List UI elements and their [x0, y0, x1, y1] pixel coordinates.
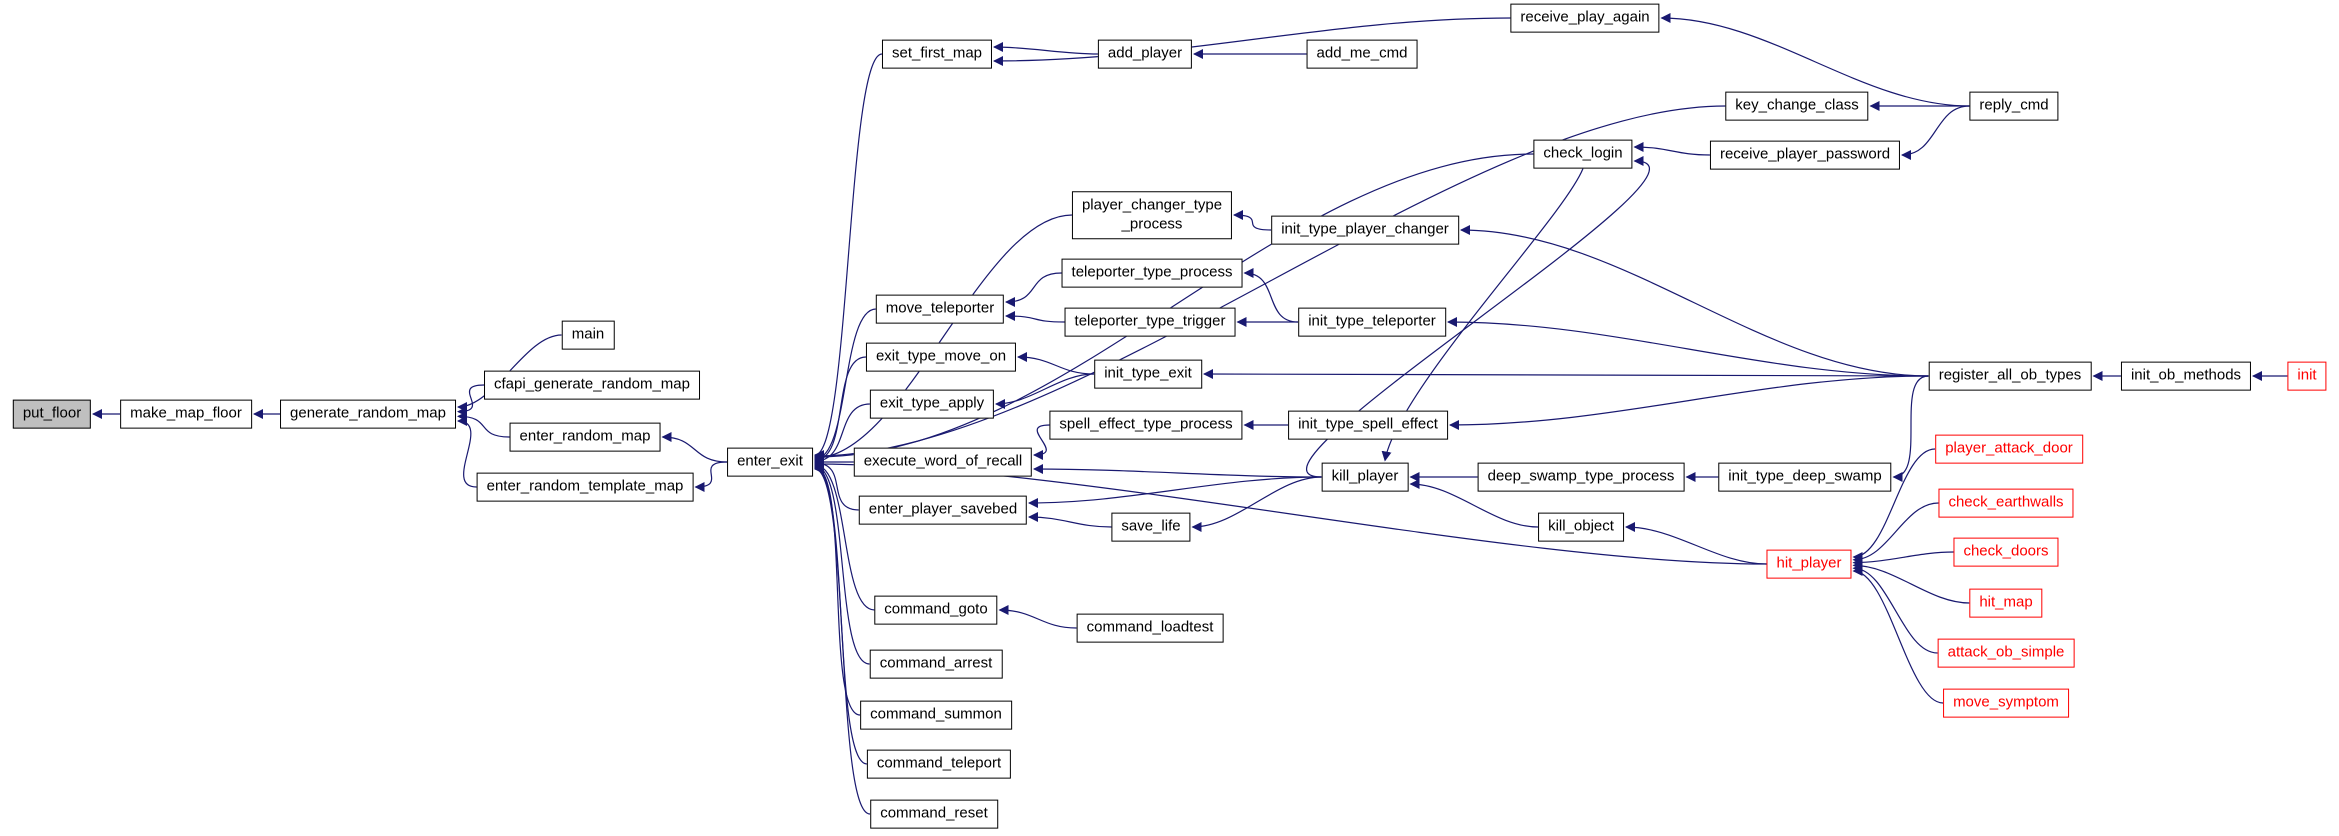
edge-add_player-set_first_map	[993, 42, 1099, 55]
node-command_arrest[interactable]: command_arrest	[869, 649, 1003, 679]
edge-teleporter_type_process-move_teleporter	[1005, 272, 1062, 307]
edge-enter_exit-enter_random_template_map	[694, 461, 728, 492]
node-deep_swamp_type_process[interactable]: deep_swamp_type_process	[1477, 462, 1685, 492]
edge-kill_player-execute_word_of_recall	[1033, 464, 1322, 478]
edge-spell_effect_type_process-execute_word_of_recall	[1033, 424, 1050, 460]
node-teleporter_type_process[interactable]: teleporter_type_process	[1061, 258, 1243, 288]
edge-exit_type_apply-enter_exit	[814, 403, 871, 466]
node-add_player[interactable]: add_player	[1097, 39, 1193, 69]
node-execute_word_of_recall[interactable]: execute_word_of_recall	[853, 447, 1033, 477]
edge-register_all_ob_types-init_type_spell_effect	[1449, 375, 1929, 430]
edge-init_type_exit-exit_type_apply	[995, 373, 1095, 409]
node-init_type_teleporter[interactable]: init_type_teleporter	[1298, 307, 1446, 337]
node-main[interactable]: main	[561, 320, 615, 350]
node-hit_player[interactable]: hit_player	[1766, 549, 1852, 579]
node-command_goto[interactable]: command_goto	[874, 595, 998, 625]
node-player_changer_type_process[interactable]: player_changer_type _process	[1071, 191, 1233, 239]
edge-attack_ob_simple-hit_player	[1852, 563, 1938, 654]
node-spell_effect_type_process[interactable]: spell_effect_type_process	[1049, 410, 1243, 440]
edge-init_type_player_changer-player_changer_type_process	[1233, 210, 1272, 231]
edge-reply_cmd-receive_player_password	[1901, 105, 1970, 160]
edge-register_all_ob_types-init_type_exit	[1203, 369, 1929, 380]
edge-register_all_ob_types-init_type_deep_swamp	[1892, 375, 1929, 482]
node-cfapi_generate_random_map[interactable]: cfapi_generate_random_map	[484, 370, 700, 400]
edge-check_doors-hit_player	[1852, 551, 1954, 568]
edge-exit_type_move_on-enter_exit	[814, 356, 867, 465]
node-teleporter_type_trigger[interactable]: teleporter_type_trigger	[1064, 307, 1236, 337]
edge-player_changer_type_process-enter_exit	[814, 214, 1073, 463]
node-generate_random_map[interactable]: generate_random_map	[280, 399, 456, 429]
node-init_type_spell_effect[interactable]: init_type_spell_effect	[1288, 410, 1448, 440]
node-kill_player[interactable]: kill_player	[1321, 462, 1409, 492]
edge-hit_player-kill_object	[1625, 522, 1767, 565]
node-enter_player_savebed[interactable]: enter_player_savebed	[858, 495, 1028, 525]
node-enter_exit[interactable]: enter_exit	[727, 447, 813, 477]
node-set_first_map[interactable]: set_first_map	[881, 39, 993, 69]
edge-set_first_map-enter_exit	[814, 53, 883, 460]
node-command_reset[interactable]: command_reset	[870, 799, 998, 829]
edge-init_type_teleporter-teleporter_type_process	[1243, 268, 1299, 323]
node-init[interactable]: init	[2287, 361, 2327, 391]
node-receive_player_password[interactable]: receive_player_password	[1709, 140, 1901, 170]
edge-kill_player-enter_player_savebed	[1028, 476, 1322, 508]
edge-init_type_exit-exit_type_move_on	[1017, 352, 1095, 375]
node-exit_type_apply[interactable]: exit_type_apply	[869, 389, 995, 419]
edge-move_symptom-hit_player	[1852, 566, 1944, 704]
edge-teleporter_type_trigger-move_teleporter	[1005, 311, 1065, 323]
node-register_all_ob_types[interactable]: register_all_ob_types	[1928, 361, 2092, 391]
node-save_life[interactable]: save_life	[1111, 512, 1191, 542]
node-kill_object[interactable]: kill_object	[1538, 512, 1624, 542]
edge-check_earthwalls-hit_player	[1852, 502, 1939, 565]
node-enter_random_map[interactable]: enter_random_map	[509, 422, 661, 452]
node-make_map_floor[interactable]: make_map_floor	[120, 399, 252, 429]
edge-command_loadtest-command_goto	[998, 605, 1077, 629]
edge-command_goto-enter_exit	[814, 460, 875, 611]
edge-receive_play_again-set_first_map	[993, 17, 1511, 66]
node-init_type_player_changer[interactable]: init_type_player_changer	[1271, 215, 1459, 245]
edge-command_reset-enter_exit	[814, 464, 871, 815]
node-enter_random_template_map[interactable]: enter_random_template_map	[476, 472, 694, 502]
node-check_doors[interactable]: check_doors	[1953, 537, 2059, 567]
node-check_earthwalls[interactable]: check_earthwalls	[1938, 488, 2074, 518]
node-init_type_deep_swamp[interactable]: init_type_deep_swamp	[1718, 462, 1892, 492]
node-move_symptom[interactable]: move_symptom	[1943, 688, 2069, 718]
edge-kill_object-kill_player	[1409, 479, 1539, 528]
edge-reply_cmd-receive_play_again	[1660, 13, 1970, 107]
edge-register_all_ob_types-init_type_player_changer	[1460, 225, 1929, 377]
node-add_me_cmd[interactable]: add_me_cmd	[1306, 39, 1418, 69]
edge-enter_player_savebed-enter_exit	[814, 458, 860, 511]
node-receive_play_again[interactable]: receive_play_again	[1510, 3, 1660, 33]
node-exit_type_move_on[interactable]: exit_type_move_on	[865, 342, 1017, 372]
edge-player_attack_door-hit_player	[1852, 448, 1936, 562]
edge-command_summon-enter_exit	[814, 462, 861, 716]
node-init_ob_methods[interactable]: init_ob_methods	[2120, 361, 2252, 391]
node-init_type_exit[interactable]: init_type_exit	[1094, 359, 1202, 389]
node-attack_ob_simple[interactable]: attack_ob_simple	[1937, 638, 2075, 668]
edge-command_arrest-enter_exit	[814, 461, 870, 665]
edge-enter_exit-enter_random_map	[661, 432, 728, 463]
edge-register_all_ob_types-init_type_teleporter	[1447, 317, 1929, 377]
node-command_teleport[interactable]: command_teleport	[866, 749, 1012, 779]
node-check_login[interactable]: check_login	[1533, 139, 1633, 169]
edge-check_login-enter_exit	[814, 153, 1534, 462]
edge-kill_player-save_life	[1191, 476, 1322, 532]
node-command_summon[interactable]: command_summon	[860, 700, 1012, 730]
node-command_loadtest[interactable]: command_loadtest	[1076, 613, 1224, 643]
node-move_teleporter[interactable]: move_teleporter	[875, 294, 1005, 324]
edge-enter_random_template_map-generate_random_map	[457, 416, 477, 488]
node-player_attack_door[interactable]: player_attack_door	[1935, 434, 2083, 464]
edge-enter_random_map-generate_random_map	[457, 411, 510, 438]
node-put_floor[interactable]: put_floor	[12, 399, 92, 429]
edge-key_change_class-enter_exit	[814, 105, 1726, 461]
edge-receive_player_password-check_login	[1633, 142, 1711, 156]
edge-save_life-enter_player_savebed	[1028, 512, 1112, 528]
edge-cfapi_generate_random_map-generate_random_map	[457, 384, 485, 417]
node-key_change_class[interactable]: key_change_class	[1725, 91, 1869, 121]
edge-kill_player-check_login	[1306, 156, 1650, 478]
node-reply_cmd[interactable]: reply_cmd	[1969, 91, 2059, 121]
node-hit_map[interactable]: hit_map	[1969, 588, 2043, 618]
edge-hit_map-hit_player	[1852, 560, 1970, 604]
